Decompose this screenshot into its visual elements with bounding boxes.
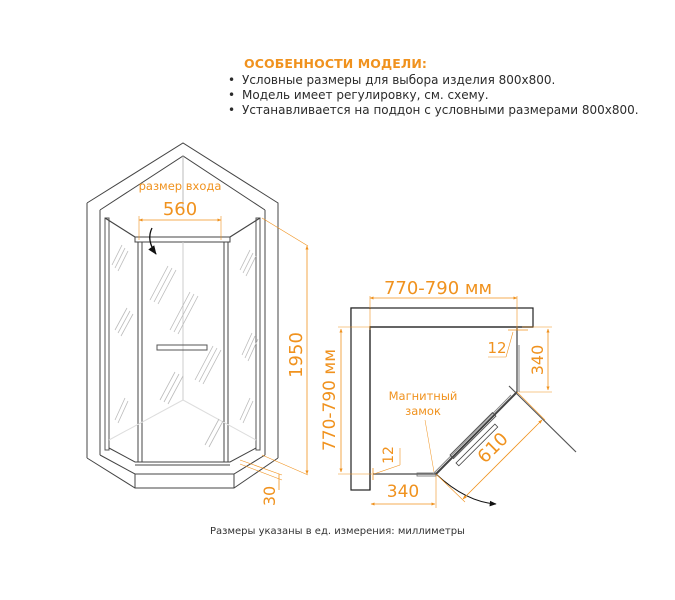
- gap-top-value: 12: [487, 339, 506, 357]
- entry-label: размер входа: [139, 179, 222, 193]
- height-value: 1950: [286, 332, 307, 378]
- feature-item: Модель имеет регулировку, см. схему.: [228, 88, 646, 103]
- door-swing-arrow-icon: [435, 473, 497, 507]
- plan-depth: 770-790 мм: [320, 349, 340, 451]
- tray-height-value: 30: [260, 486, 279, 506]
- side-left-value: 340: [387, 482, 419, 502]
- gap-left-value: 12: [381, 446, 397, 464]
- plan-width: 770-790 мм: [384, 278, 492, 299]
- plan-view: 770-790 мм 12 340 770-790 мм 12 340 610: [320, 278, 577, 508]
- magnet-label-line2: замок: [405, 404, 441, 418]
- magnet-label-line1: Магнитный: [389, 389, 458, 403]
- entry-width: 560: [163, 199, 197, 220]
- feature-item: Устанавливается на поддон с условными ра…: [228, 103, 646, 118]
- feature-item: Условные размеры для выбора изделия 800х…: [228, 73, 646, 88]
- door-swing-arrow-icon: [148, 227, 157, 255]
- model-features: ОСОБЕННОСТИ МОДЕЛИ: Условные размеры для…: [226, 56, 646, 118]
- front-view: размер входа 560 1950 30: [86, 142, 309, 506]
- side-top-value: 340: [528, 345, 547, 376]
- features-list: Условные размеры для выбора изделия 800х…: [226, 73, 646, 118]
- units-note: Размеры указаны в ед. измерения: миллиме…: [210, 526, 465, 537]
- door-width-value: 610: [474, 429, 513, 468]
- features-title: ОСОБЕННОСТИ МОДЕЛИ:: [244, 56, 428, 71]
- glass-reflection: [111, 244, 259, 448]
